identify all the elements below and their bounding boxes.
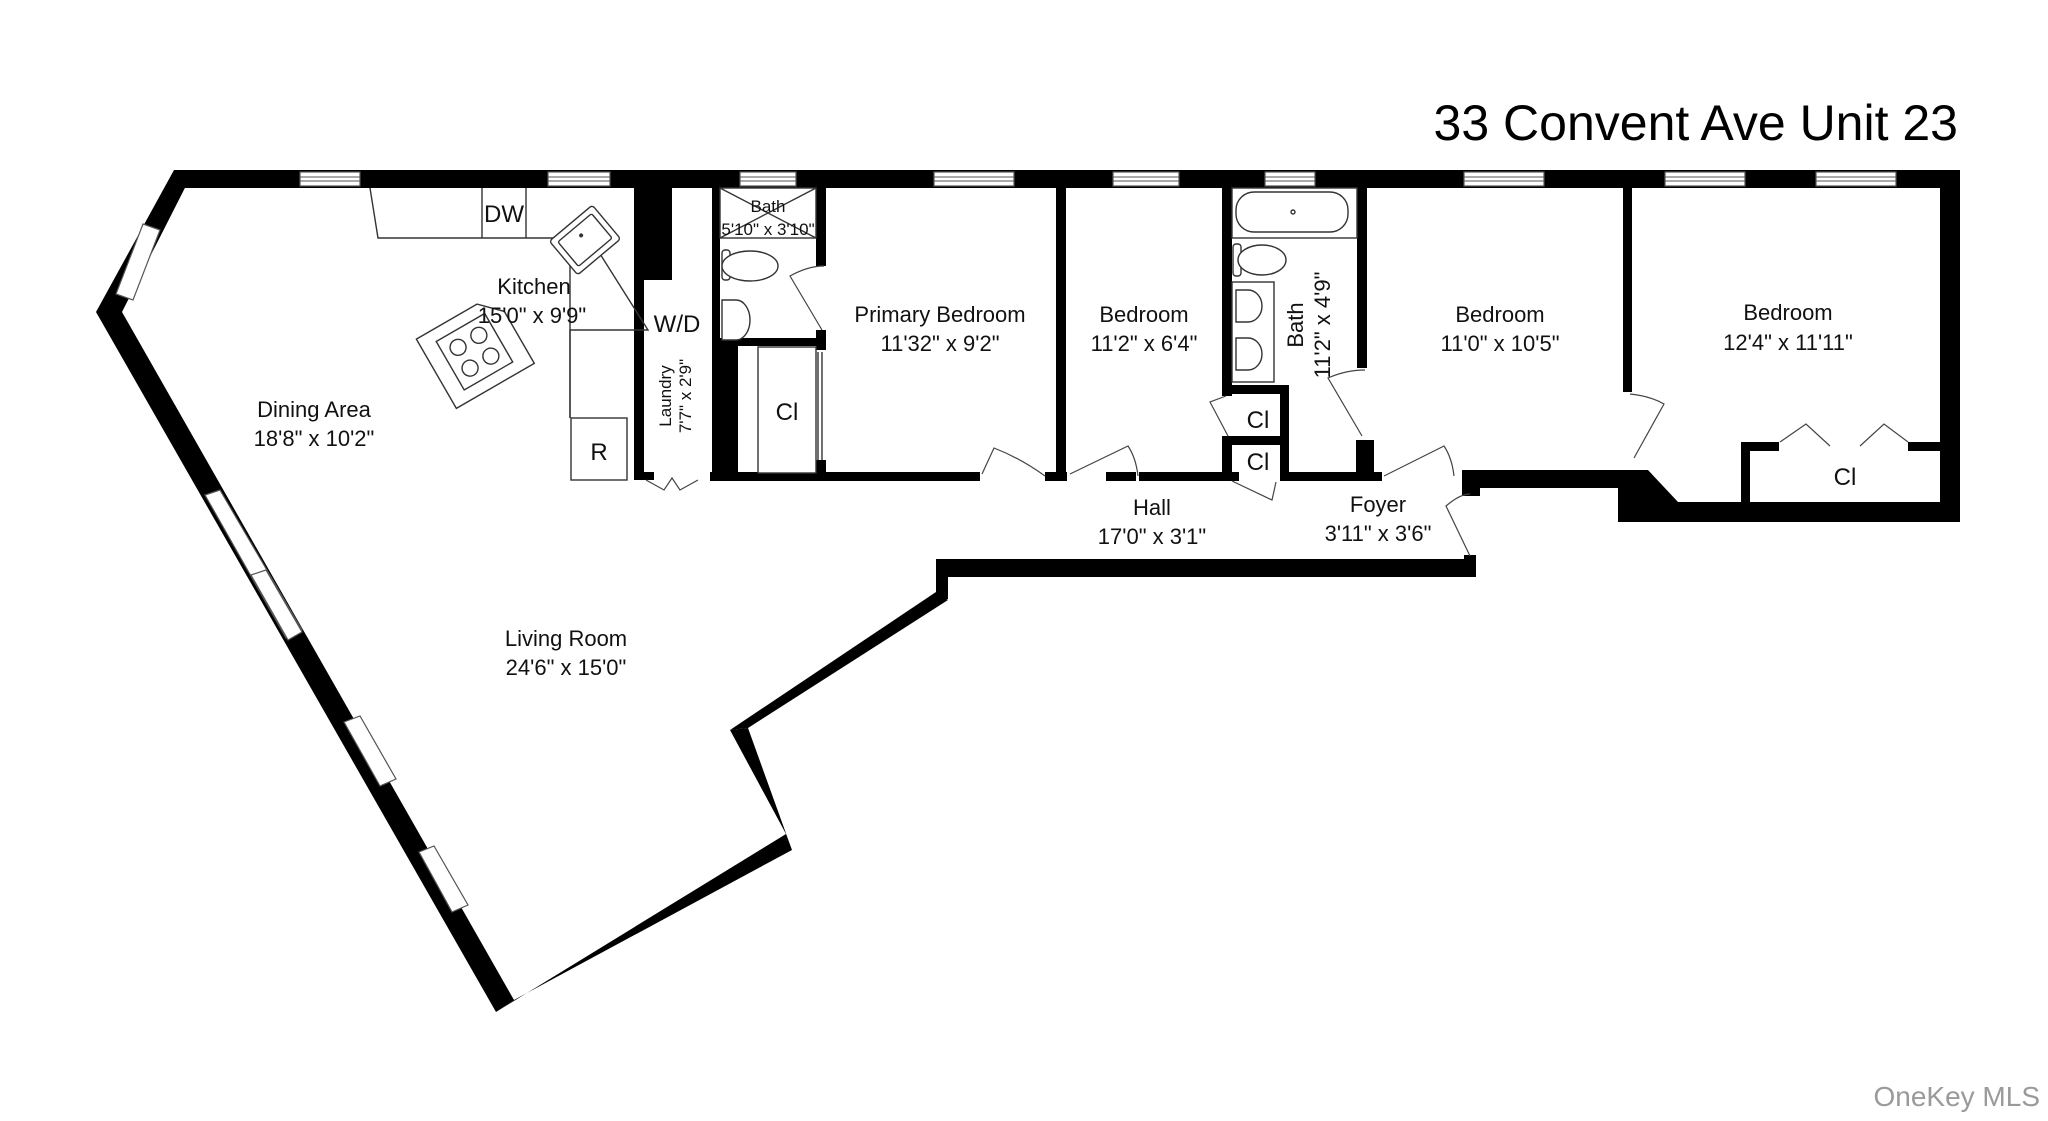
bath1-name: Bath — [751, 197, 786, 216]
room-living: Living Room 24'6" x 15'0" — [505, 626, 627, 680]
bath1-dims: 5'10" x 3'10" — [721, 220, 814, 239]
dishwasher-label: DW — [484, 201, 524, 228]
refrigerator-icon — [570, 417, 628, 481]
hall-name: Hall — [1133, 495, 1171, 520]
room-kitchen: Kitchen 15'0" x 9'9" — [478, 274, 586, 328]
refrigerator-label: R — [590, 439, 607, 466]
kitchen-name: Kitchen — [497, 274, 570, 299]
bedroom4-name: Bedroom — [1743, 300, 1832, 325]
bath2-name: Bath — [1283, 302, 1308, 347]
room-laundry: Laundry 7'7" x 2'9" — [656, 359, 695, 433]
interior-walls — [634, 188, 1942, 504]
bedroom2-name: Bedroom — [1099, 302, 1188, 327]
room-bath2: Bath 11'2" x 4'9" — [1283, 272, 1335, 379]
foyer-name: Foyer — [1350, 492, 1406, 517]
washer-dryer-label: W/D — [654, 311, 701, 338]
toilet2-icon — [1232, 243, 1287, 277]
room-bedroom-2: Bedroom 11'2" x 6'4" — [1091, 302, 1198, 356]
room-primary-bedroom: Primary Bedroom 11'32" x 9'2" — [854, 302, 1025, 356]
shower-icon — [719, 187, 817, 239]
toilet-icon — [721, 249, 779, 282]
plan-title: 33 Convent Ave Unit 23 — [1434, 95, 1958, 151]
room-foyer: Foyer 3'11" x 3'6" — [1325, 492, 1432, 546]
bedroom3-dims: 11'0" x 10'5" — [1440, 331, 1559, 356]
double-sink-icon — [1231, 281, 1275, 383]
sink-icon — [549, 205, 621, 275]
bedroom4-dims: 12'4" x 11'11" — [1723, 330, 1853, 355]
room-bedroom-3: Bedroom 11'0" x 10'5" — [1440, 302, 1559, 356]
entry-door[interactable] — [1445, 493, 1471, 557]
kitchen-dims: 15'0" x 9'9" — [478, 303, 586, 328]
bedroom3-door[interactable] — [1383, 445, 1455, 477]
mls-watermark: OneKey MLS — [1873, 1081, 2040, 1112]
hall-dims: 17'0" x 3'1" — [1098, 524, 1206, 549]
bath2-door[interactable] — [1327, 369, 1366, 437]
primary-bedroom-door[interactable] — [981, 447, 1046, 477]
windows-slanted — [115, 223, 469, 913]
bedroom4-closet-door-right[interactable] — [1859, 423, 1909, 447]
laundry-dims: 7'7" x 2'9" — [676, 359, 695, 433]
dining-dims: 18'8" x 10'2" — [254, 426, 375, 451]
living-dims: 24'6" x 15'0" — [506, 655, 627, 680]
primary-closet — [757, 346, 817, 474]
bath2-dims: 11'2" x 4'9" — [1310, 272, 1335, 379]
room-bedroom-4: Bedroom 12'4" x 11'11" — [1723, 300, 1853, 355]
laundry-door[interactable] — [645, 476, 699, 491]
closet-upper-label: Cl — [1247, 407, 1270, 434]
room-bath1: Bath 5'10" x 3'10" — [721, 197, 814, 239]
windows-top — [299, 171, 1897, 187]
bath1-door[interactable] — [789, 265, 825, 331]
primary-closet-label: Cl — [776, 399, 799, 426]
room-hall: Hall 17'0" x 3'1" — [1098, 495, 1206, 549]
bedroom4-closet-label: Cl — [1834, 464, 1857, 491]
living-name: Living Room — [505, 626, 627, 651]
bedroom3-bedroom4-door[interactable] — [1629, 393, 1665, 459]
closet-lower-label: Cl — [1247, 449, 1270, 476]
bedroom2-dims: 11'2" x 6'4" — [1091, 331, 1198, 356]
closet-lower-door[interactable] — [1231, 480, 1277, 501]
bathtub-icon — [1231, 187, 1358, 239]
exterior-walls — [96, 170, 1960, 1012]
closet-upper-door[interactable] — [1209, 395, 1229, 437]
room-dining: Dining Area 18'8" x 10'2" — [254, 397, 375, 451]
primary-bedroom-name: Primary Bedroom — [854, 302, 1025, 327]
laundry-name: Laundry — [656, 365, 675, 427]
kitchen-counter — [369, 187, 650, 418]
bathroom-sink-icon — [721, 299, 751, 341]
stove-icon — [415, 303, 536, 410]
bedroom3-name: Bedroom — [1455, 302, 1544, 327]
primary-bedroom-dims: 11'32" x 9'2" — [880, 331, 999, 356]
bedroom4-closet-door-left[interactable] — [1779, 423, 1831, 447]
bedroom2-door[interactable] — [1069, 445, 1139, 477]
foyer-dims: 3'11" x 3'6" — [1325, 521, 1432, 546]
dining-name: Dining Area — [257, 397, 372, 422]
